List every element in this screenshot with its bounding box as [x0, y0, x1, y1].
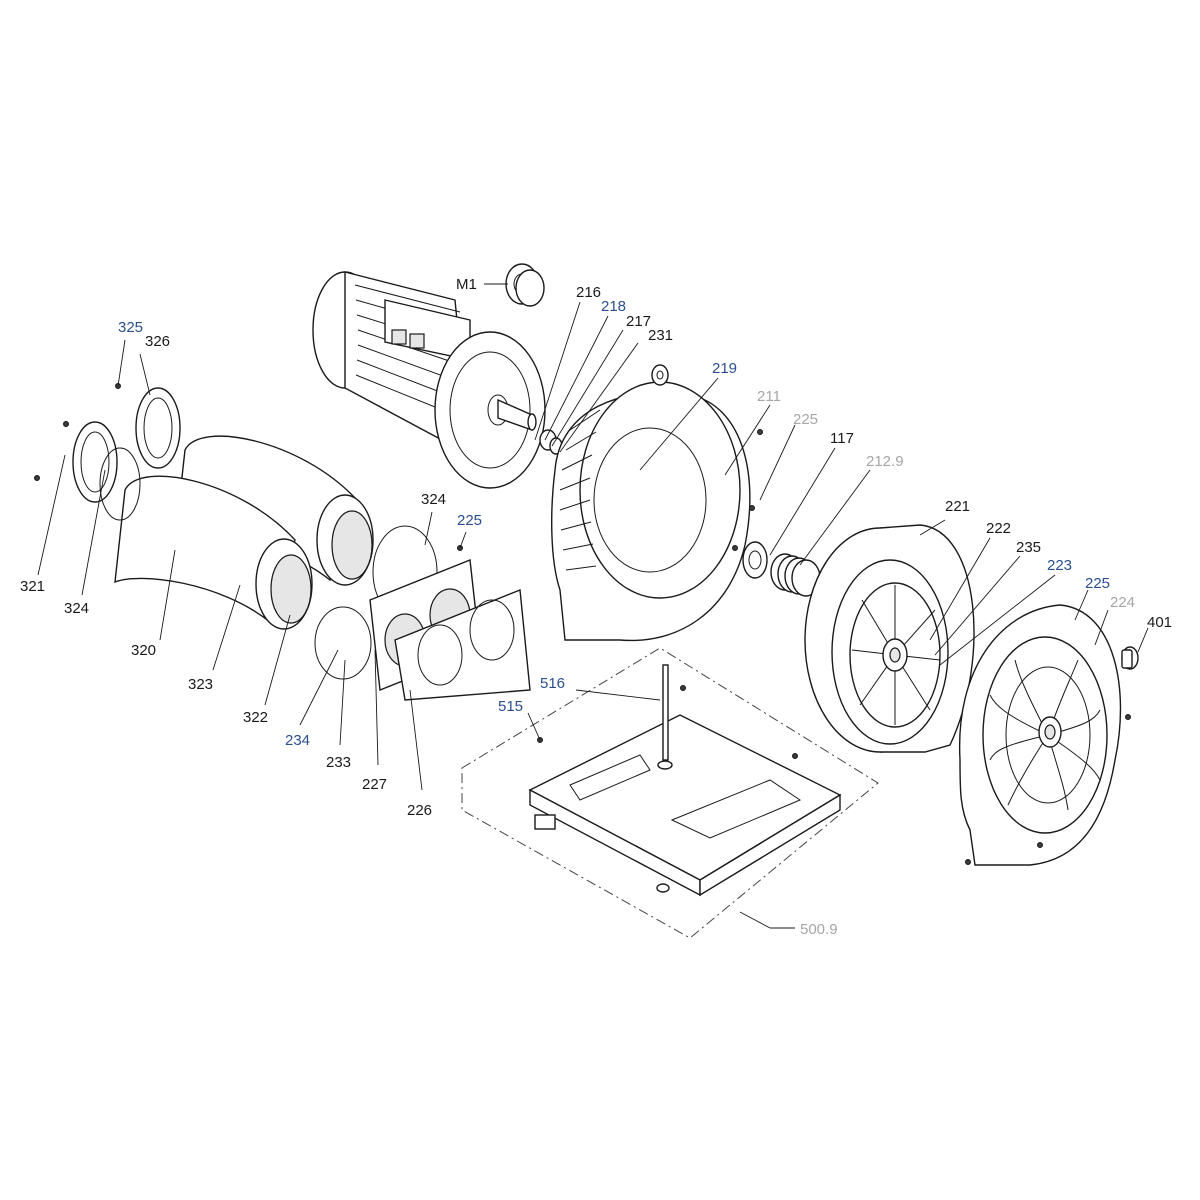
label-516: 516 [540, 675, 565, 692]
ring-spring-drawing [742, 541, 821, 597]
label-326: 326 [145, 333, 170, 350]
label-212-9: 212.9 [866, 453, 904, 470]
label-515: 515 [498, 698, 523, 715]
label-320: 320 [131, 642, 156, 659]
label-217: 217 [626, 313, 651, 330]
housing-drawing [551, 364, 751, 642]
impeller-drawing [804, 524, 975, 753]
label-223: 223 [1047, 557, 1072, 574]
label-219: 219 [712, 360, 737, 377]
label-218: 218 [601, 298, 626, 315]
label-500-9: 500.9 [800, 921, 838, 938]
label-321: 321 [20, 578, 45, 595]
label-224: 224 [1110, 594, 1135, 611]
label-231: 231 [648, 327, 673, 344]
plates-drawing [314, 525, 531, 701]
label-324-left: 324 [64, 600, 89, 617]
label-325: 325 [118, 319, 143, 336]
motor-drawing [312, 263, 546, 489]
label-m1: M1 [456, 276, 477, 293]
label-216: 216 [576, 284, 601, 301]
label-221: 221 [945, 498, 970, 515]
label-226: 226 [407, 802, 432, 819]
label-235: 235 [1016, 539, 1041, 556]
side-cover-drawing [958, 604, 1139, 866]
label-225-mid: 225 [457, 512, 482, 529]
label-211: 211 [757, 388, 781, 405]
label-225-top: 225 [793, 411, 818, 428]
base-frame-drawing [461, 647, 879, 939]
filters-drawing [72, 387, 374, 630]
label-225-right: 225 [1085, 575, 1110, 592]
label-117: 117 [830, 430, 854, 447]
fasteners-drawing [34, 383, 1131, 865]
label-222: 222 [986, 520, 1011, 537]
label-401: 401 [1147, 614, 1172, 631]
label-323: 323 [188, 676, 213, 693]
label-322: 322 [243, 709, 268, 726]
leader-lines [37, 283, 1149, 929]
label-324-mid: 324 [421, 491, 446, 508]
label-233: 233 [326, 754, 351, 771]
callout-labels: M1 216 218 217 231 219 211 225 117 212.9… [20, 276, 1172, 938]
label-234: 234 [285, 732, 310, 749]
label-227: 227 [362, 776, 387, 793]
